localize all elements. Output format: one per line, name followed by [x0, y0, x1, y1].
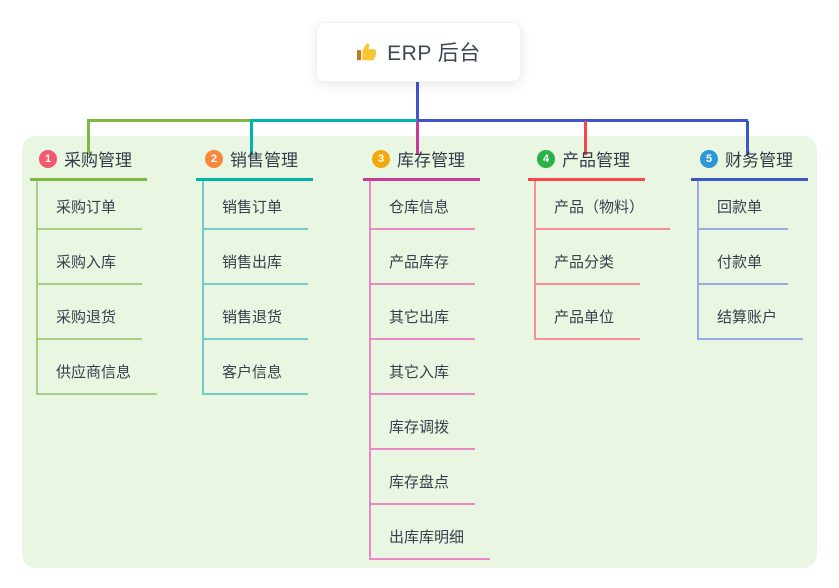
node-label: 出库库明细 — [389, 529, 465, 546]
node-label: 其它入库 — [389, 364, 450, 381]
branch-title: 库存管理 — [397, 151, 465, 170]
node-label: 采购入库 — [56, 254, 117, 271]
branch-heading-sales[interactable]: 2 销售管理 — [196, 146, 313, 181]
branch-product: 4 产品管理 产品（物料） 产品分类 产品单位 — [528, 146, 671, 340]
branch-children: 采购订单 采购入库 采购退货 供应商信息 — [36, 181, 158, 395]
branch-inventory: 3 库存管理 仓库信息 产品库存 其它出库 其它入库 库存调拨 库存盘点 出库库… — [363, 146, 491, 560]
node-item[interactable]: 产品单位 — [536, 285, 641, 340]
branch-children: 仓库信息 产品库存 其它出库 其它入库 库存调拨 库存盘点 出库库明细 — [369, 181, 491, 560]
branch-sales: 2 销售管理 销售订单 销售出库 销售退货 客户信息 — [196, 146, 313, 395]
connector-root-drop — [416, 82, 419, 122]
node-label: 产品单位 — [554, 309, 615, 326]
connector-trunk-blue — [417, 119, 748, 122]
node-item[interactable]: 销售退货 — [204, 285, 309, 340]
branch-title: 销售管理 — [230, 151, 298, 170]
branch-purchase: 1 采购管理 采购订单 采购入库 采购退货 供应商信息 — [30, 146, 158, 395]
branch-finance: 5 财务管理 回款单 付款单 结算账户 — [691, 146, 808, 340]
node-item[interactable]: 销售出库 — [204, 230, 309, 285]
mindmap-panel — [22, 136, 817, 568]
thumbs-up-icon — [356, 41, 378, 63]
badge-1: 1 — [39, 149, 57, 168]
connector-drop-product — [584, 121, 587, 155]
node-item[interactable]: 仓库信息 — [371, 181, 476, 230]
node-label: 产品（物料） — [554, 199, 645, 216]
node-item[interactable]: 其它入库 — [371, 340, 476, 395]
branch-title: 采购管理 — [64, 151, 132, 170]
node-label: 产品分类 — [554, 254, 615, 271]
node-label: 结算账户 — [717, 309, 778, 326]
badge-4: 4 — [537, 149, 555, 168]
root-label: ERP 后台 — [387, 42, 481, 65]
branch-heading-purchase[interactable]: 1 采购管理 — [30, 146, 147, 181]
node-item[interactable]: 付款单 — [699, 230, 789, 285]
badge-3: 3 — [372, 149, 390, 168]
node-label: 销售退货 — [222, 309, 283, 326]
node-label: 客户信息 — [222, 364, 283, 381]
node-item[interactable]: 采购入库 — [38, 230, 143, 285]
connector-drop-sales — [250, 121, 253, 155]
node-item[interactable]: 产品库存 — [371, 230, 476, 285]
node-item[interactable]: 库存调拨 — [371, 395, 476, 450]
branch-children: 产品（物料） 产品分类 产品单位 — [534, 181, 671, 340]
node-label: 产品库存 — [389, 254, 450, 271]
node-label: 回款单 — [717, 199, 763, 216]
node-label: 采购订单 — [56, 199, 117, 216]
branch-heading-finance[interactable]: 5 财务管理 — [691, 146, 808, 181]
node-item[interactable]: 销售订单 — [204, 181, 309, 230]
branch-title: 财务管理 — [725, 151, 793, 170]
node-label: 付款单 — [717, 254, 763, 271]
node-label: 其它出库 — [389, 309, 450, 326]
node-label: 仓库信息 — [389, 199, 450, 216]
node-item[interactable]: 客户信息 — [204, 340, 309, 395]
node-item[interactable]: 出库库明细 — [371, 505, 491, 560]
connector-drop-purchase — [87, 121, 90, 155]
branch-children: 回款单 付款单 结算账户 — [697, 181, 808, 340]
node-item[interactable]: 采购退货 — [38, 285, 143, 340]
node-item[interactable]: 库存盘点 — [371, 450, 476, 505]
branch-title: 产品管理 — [562, 151, 630, 170]
node-label: 库存盘点 — [389, 474, 450, 491]
branch-children: 销售订单 销售出库 销售退货 客户信息 — [202, 181, 313, 395]
node-label: 供应商信息 — [56, 364, 132, 381]
badge-5: 5 — [700, 149, 718, 168]
node-item[interactable]: 采购订单 — [38, 181, 143, 230]
node-item[interactable]: 结算账户 — [699, 285, 804, 340]
node-item[interactable]: 供应商信息 — [38, 340, 158, 395]
badge-2: 2 — [205, 149, 223, 168]
node-item[interactable]: 产品分类 — [536, 230, 641, 285]
node-item[interactable]: 其它出库 — [371, 285, 476, 340]
node-item[interactable]: 产品（物料） — [536, 181, 671, 230]
node-label: 销售订单 — [222, 199, 283, 216]
connector-trunk-teal — [250, 119, 417, 122]
node-label: 采购退货 — [56, 309, 117, 326]
node-label: 库存调拨 — [389, 419, 450, 436]
connector-drop-inventory — [416, 121, 419, 155]
connector-trunk-green — [87, 119, 250, 122]
node-label: 销售出库 — [222, 254, 283, 271]
connector-drop-finance — [746, 121, 749, 155]
branch-heading-product[interactable]: 4 产品管理 — [528, 146, 645, 181]
root-node[interactable]: ERP 后台 — [316, 22, 521, 82]
node-item[interactable]: 回款单 — [699, 181, 789, 230]
branch-heading-inventory[interactable]: 3 库存管理 — [363, 146, 480, 181]
